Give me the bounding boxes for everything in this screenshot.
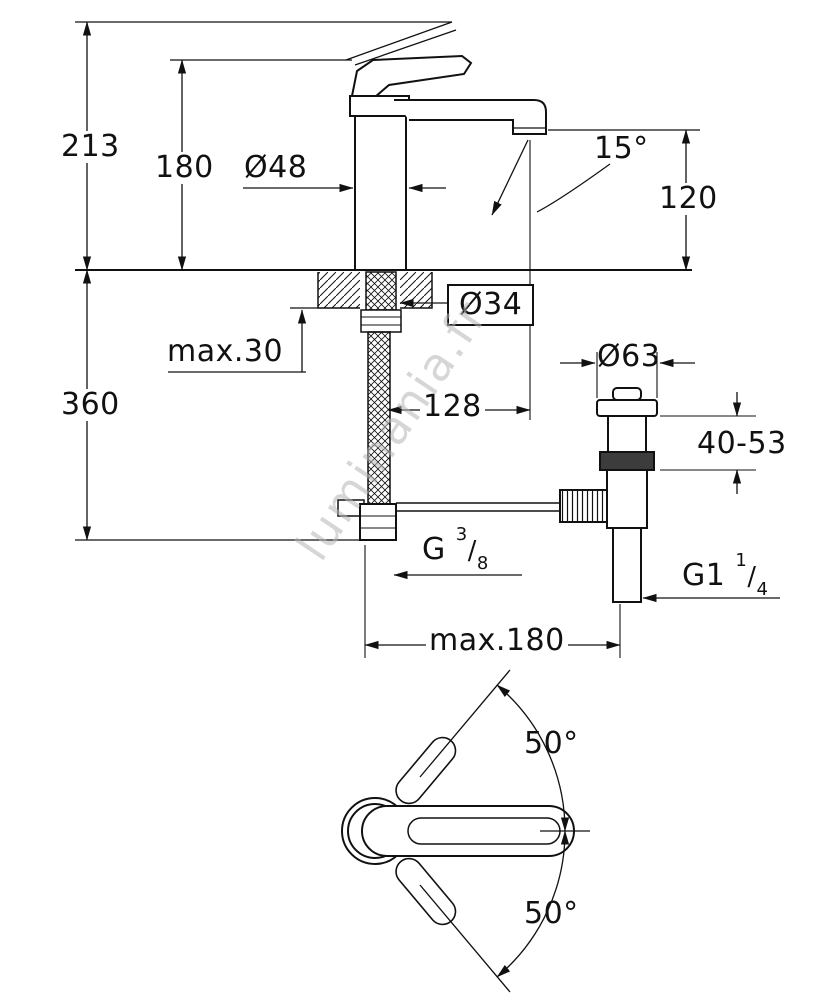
dim-below-deck-height: 360 [58, 389, 123, 421]
waste-knob [559, 489, 608, 523]
popup-rod [396, 502, 560, 512]
dim-body-diameter: Ø48 [244, 150, 308, 185]
swing-arc-lower [496, 830, 570, 978]
dim-spout-height: 120 [656, 183, 721, 215]
lever [350, 54, 473, 99]
waste-cap [612, 387, 642, 401]
waste-lock-ring [599, 451, 655, 471]
lever-raised-outline [345, 21, 457, 66]
swing-arc-upper [496, 684, 570, 832]
waste-body [606, 469, 648, 529]
dim-deck-thickness: max.30 [167, 334, 284, 369]
dim-spout-projection: 128 [420, 391, 485, 423]
dim-waste-flange-diameter: Ø63 [597, 339, 661, 374]
waste-flange [596, 399, 658, 417]
dim-body-height: 180 [152, 152, 217, 184]
threaded-shank [365, 271, 397, 311]
swing-limit-lines [419, 669, 511, 993]
dim-spout-angle: 15° [594, 131, 649, 166]
handle-top-view [341, 669, 590, 993]
deck-hatch-left [318, 272, 360, 308]
dim-waste-depth-range: 40-53 [694, 428, 790, 460]
dim-waste-thread: G1 1/4 [682, 549, 769, 600]
dim-swing-lower: 50° [524, 896, 579, 931]
dim-supply-thread: G 3/8 [422, 523, 489, 574]
popup-waste-assembly [559, 387, 658, 603]
faucet-side-view [75, 21, 692, 541]
spout-angle-arc [536, 163, 611, 213]
dim-max-reach: max.180 [426, 625, 568, 657]
dim-swing-upper: 50° [524, 726, 579, 761]
waste-tailpipe [612, 527, 642, 603]
supply-hose [367, 331, 391, 505]
spout-angle-line [491, 139, 529, 216]
waste-neck [607, 415, 647, 453]
spout [394, 99, 547, 135]
supply-connector [359, 503, 397, 541]
dimension-lines [75, 21, 780, 658]
dim-hole-diameter: Ø34 [447, 284, 535, 326]
mounting-nut [360, 309, 402, 333]
faucet-body [354, 115, 407, 271]
dim-total-height: 213 [58, 131, 123, 163]
